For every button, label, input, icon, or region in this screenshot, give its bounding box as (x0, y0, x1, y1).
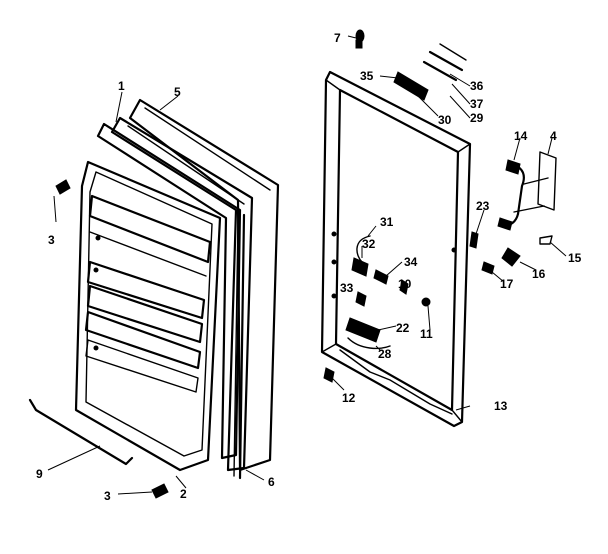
switch (351, 257, 369, 277)
liner-shelf-top (88, 194, 212, 264)
inner-door-liner (74, 160, 222, 472)
liner-shelf-bottom (85, 339, 199, 393)
callout-17: 17 (500, 277, 514, 291)
door-frame-assembly (320, 29, 557, 428)
door-frame-bottom-edge (339, 349, 453, 415)
callout-4: 4 (550, 129, 557, 143)
callout-11: 11 (420, 327, 433, 341)
callout-37: 37 (470, 97, 484, 111)
handle-trim (537, 151, 557, 211)
switch-screw (355, 291, 367, 307)
leader-lines (47, 35, 567, 489)
top-hinge-bracket (393, 71, 429, 101)
gasket-strip-inner (233, 219, 239, 477)
frame-hole (451, 247, 457, 253)
callout-23: 23 (476, 199, 490, 213)
breaker-strip (96, 122, 242, 460)
liner-hole (95, 235, 101, 241)
callout-29: 29 (470, 111, 484, 125)
callout-34: 34 (404, 255, 418, 269)
liner-shelf-middle-1 (86, 260, 206, 320)
handle-end-bottom (497, 217, 513, 231)
callout-16: 16 (532, 267, 546, 281)
callout-15: 15 (568, 251, 582, 265)
callout-10: 10 (398, 277, 412, 291)
callout-1: 1 (118, 79, 125, 93)
callout-33: 33 (340, 281, 354, 295)
screw-12 (323, 367, 335, 383)
wire-harness (356, 235, 371, 263)
callout-5: 5 (174, 85, 181, 99)
gasket-strip (238, 213, 246, 480)
callout-22: 22 (396, 321, 410, 335)
callout-30: 30 (438, 113, 452, 127)
handle-end-top (505, 159, 521, 175)
part-17 (481, 261, 495, 275)
door-frame-bevel (457, 143, 471, 153)
liner-hole (93, 345, 99, 351)
inner-door-liner-rim (85, 171, 213, 457)
frame-hole (331, 231, 337, 237)
callout-14: 14 (514, 129, 528, 143)
part-15 (539, 235, 553, 245)
fastener-34 (373, 269, 389, 285)
callout-36: 36 (470, 79, 484, 93)
door-gasket (110, 116, 254, 472)
callout-7: 7 (334, 31, 341, 45)
callout-3-bottom: 3 (104, 489, 111, 503)
callout-31: 31 (380, 215, 394, 229)
liner-shelf-middle-2 (86, 284, 204, 344)
liner-shelf-lower (84, 310, 202, 370)
hinge-pin (428, 50, 464, 72)
door-frame-inner (334, 88, 460, 412)
callout-labels: 1 5 3 9 3 2 6 7 35 36 37 30 29 14 4 23 3… (36, 31, 582, 503)
frame-hole (331, 293, 337, 299)
door-frame-bevel (451, 409, 463, 423)
lower-hinge-arm (347, 337, 391, 350)
handle-trim-line (513, 205, 545, 213)
screw-bottom (151, 483, 169, 499)
callout-6: 6 (268, 475, 275, 489)
door-frame-bevel (321, 343, 337, 353)
door-liner-assembly (28, 98, 280, 499)
handle-trim-line (523, 177, 549, 185)
callout-35: 35 (360, 69, 374, 83)
wire-rod (28, 398, 134, 466)
screw-10 (399, 279, 409, 295)
callout-28: 28 (378, 347, 392, 361)
door-gasket-inner (127, 125, 245, 205)
lower-hinge (345, 317, 381, 343)
cap-screw (355, 29, 365, 49)
callout-13: 13 (494, 399, 508, 413)
part-16 (501, 247, 521, 267)
callout-3-left: 3 (48, 233, 55, 247)
callout-2: 2 (180, 487, 187, 501)
liner-divider (89, 231, 207, 277)
screw-left (53, 179, 71, 223)
hinge-spacer (439, 43, 467, 61)
fastener-23 (469, 231, 479, 249)
door-frame-bevel (325, 79, 341, 91)
callout-12: 12 (342, 391, 356, 405)
plug-11 (421, 297, 431, 307)
hinge-pin (422, 60, 458, 82)
callout-9: 9 (36, 467, 43, 481)
liner-hole (93, 267, 99, 273)
outer-door-panel-edge (144, 107, 271, 191)
frame-hole (331, 259, 337, 265)
callout-32: 32 (362, 237, 376, 251)
